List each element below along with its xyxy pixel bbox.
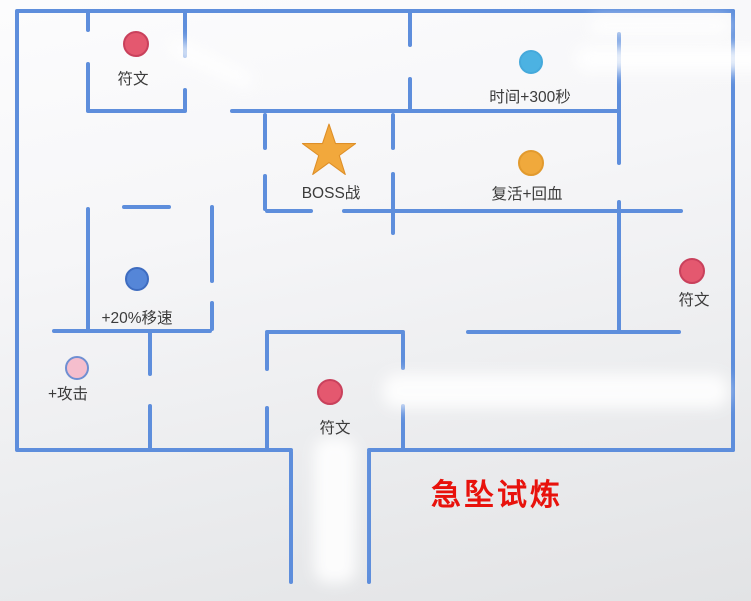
- maze-wall-segment: [16, 9, 735, 13]
- maze-wall-segment: [401, 404, 405, 450]
- maze-wall-segment: [183, 88, 187, 112]
- maze-wall-segment: [289, 450, 293, 584]
- marker-move-speed-bonus-circle-icon: [125, 267, 149, 291]
- maze-wall-segment: [265, 330, 405, 334]
- eraser-smudge: [575, 46, 751, 72]
- maze-wall-segment: [263, 113, 267, 150]
- maze-wall-segment: [401, 332, 405, 370]
- marker-rune-top-left-circle-icon: [123, 31, 149, 57]
- marker-rune-right-circle-icon: [679, 258, 705, 284]
- marker-revive-heal-circle-icon: [518, 150, 544, 176]
- eraser-smudge: [314, 438, 356, 583]
- maze-wall-segment: [265, 332, 269, 371]
- eraser-smudge: [166, 37, 256, 91]
- maze-wall-segment: [265, 406, 269, 450]
- maze-wall-segment: [15, 9, 19, 452]
- maze-wall-segment: [148, 404, 152, 450]
- maze-wall-segment: [391, 113, 395, 150]
- maze-wall-segment: [367, 448, 735, 452]
- maze-wall-segment: [408, 11, 412, 47]
- maze-wall-segment: [183, 11, 187, 58]
- marker-rune-top-left-label: 符文: [117, 71, 149, 88]
- maze-wall-segment: [342, 209, 683, 213]
- maze-wall-segment: [86, 11, 90, 32]
- maze-wall-segment: [731, 9, 735, 452]
- maze-wall-segment: [86, 109, 187, 113]
- marker-boss-fight-label: BOSS战: [301, 185, 361, 202]
- maze-wall-segment: [263, 174, 267, 211]
- maze-wall-segment: [148, 331, 152, 376]
- maze-wall-segment: [210, 205, 214, 283]
- maze-wall-segment: [265, 209, 313, 213]
- marker-attack-bonus-circle-icon: [65, 356, 89, 380]
- marker-rune-bottom-circle-icon: [317, 379, 343, 405]
- maze-wall-segment: [122, 205, 171, 209]
- marker-time-bonus-circle-icon: [519, 50, 543, 74]
- maze-wall-segment: [86, 62, 90, 112]
- eraser-smudge: [383, 374, 728, 408]
- maze-wall-segment: [230, 109, 621, 113]
- eraser-smudge: [590, 18, 730, 34]
- maze-wall-segment: [617, 32, 621, 165]
- marker-attack-bonus-label: +攻击: [47, 386, 89, 403]
- maze-wall-segment: [367, 450, 371, 584]
- maze-wall-segment: [408, 77, 412, 113]
- marker-revive-heal-label: 复活+回血: [491, 186, 563, 203]
- maze-wall-segment: [52, 329, 212, 333]
- maze-wall-segment: [210, 301, 214, 331]
- marker-rune-bottom-label: 符文: [319, 420, 351, 437]
- marker-move-speed-bonus-label: +20%移速: [101, 310, 173, 327]
- maze-wall-segment: [16, 448, 293, 452]
- marker-time-bonus-label: 时间+300秒: [489, 89, 571, 106]
- maze-wall-segment: [617, 200, 621, 332]
- maze-wall-segment: [86, 207, 90, 331]
- map-title: 急坠试炼: [431, 479, 563, 512]
- marker-rune-right-label: 符文: [678, 292, 710, 309]
- marker-boss-fight-star-icon: [301, 123, 357, 175]
- maze-wall-segment: [391, 172, 395, 235]
- maze-wall-segment: [466, 330, 681, 334]
